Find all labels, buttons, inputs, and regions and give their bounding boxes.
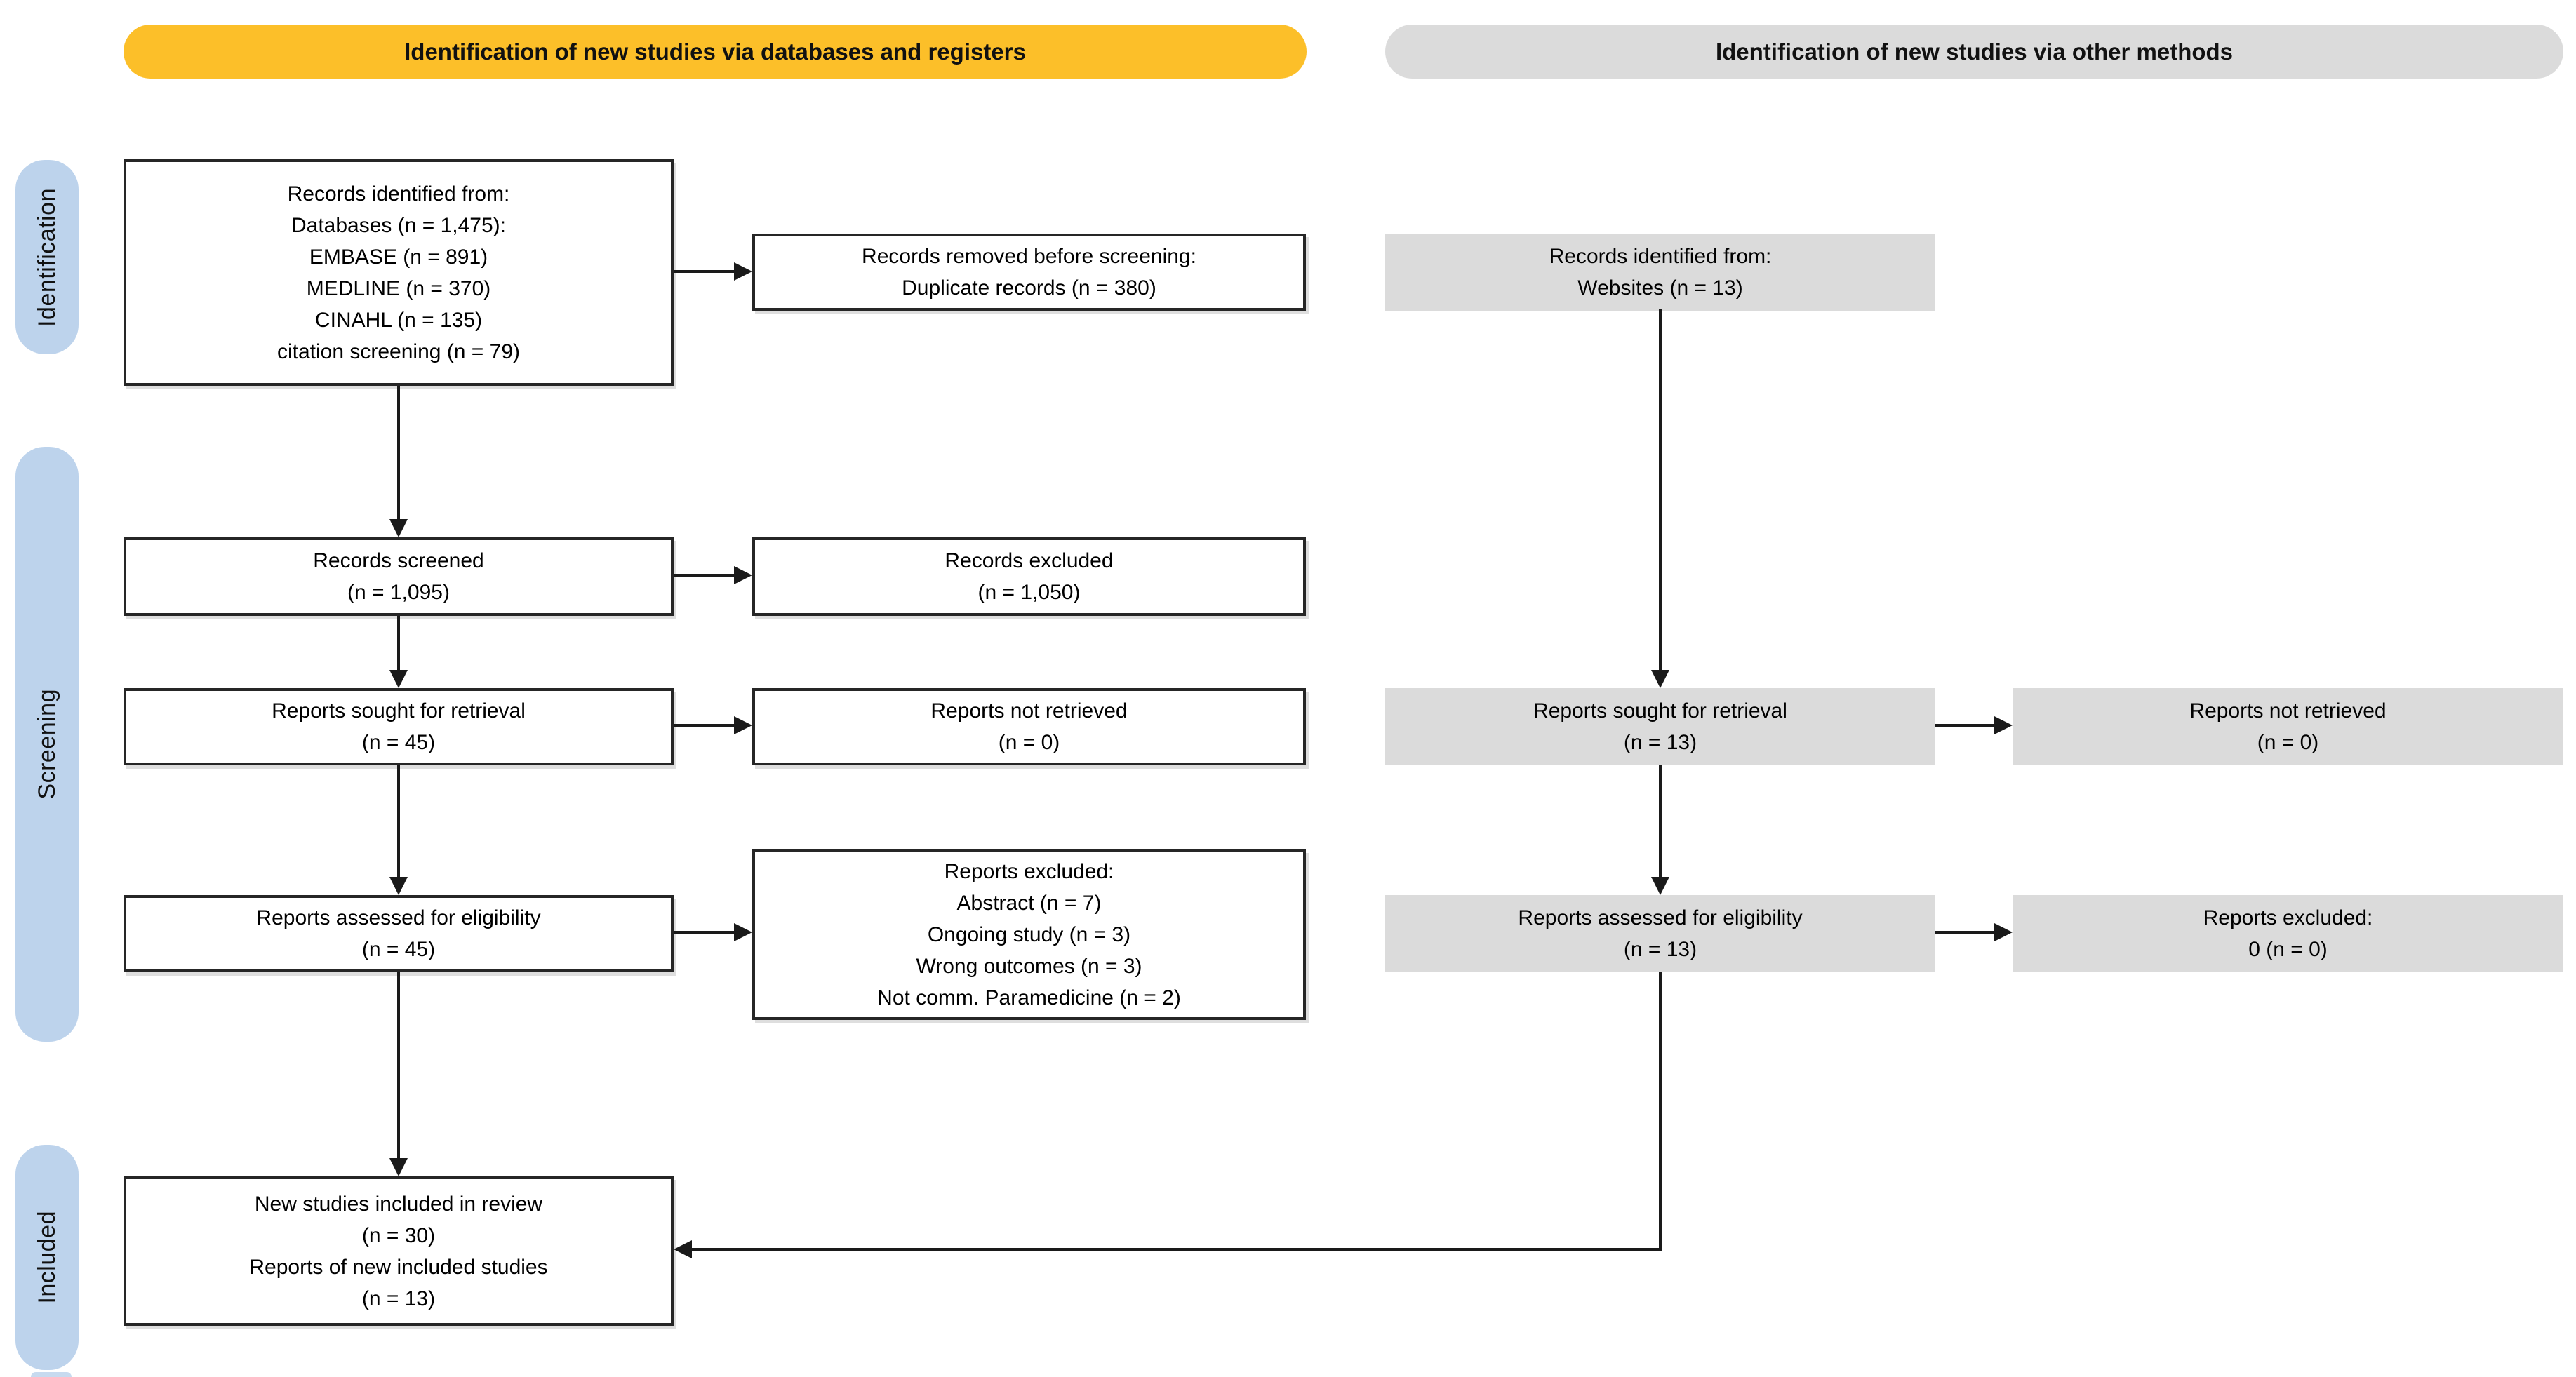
phase-label-screening: Screening	[33, 689, 60, 800]
box-records-removed-before-screening: Records removed before screening: Duplic…	[752, 234, 1306, 311]
box-reports-assessed-other: Reports assessed for eligibility (n = 13…	[1385, 895, 1935, 972]
arrow-screened-to-sought-line	[397, 616, 400, 671]
box-reports-not-retrieved-databases: Reports not retrieved (n = 0)	[752, 688, 1306, 765]
arrow-sought-other-to-notretrieved-head	[1994, 716, 2013, 734]
arrow-sought-other-to-notretrieved-line	[1935, 724, 1996, 727]
arrow-sought-to-assessed-head	[389, 877, 408, 895]
box-reports-excluded-other: Reports excluded: 0 (n = 0)	[2013, 895, 2563, 972]
arrow-assessed-other-to-excluded-line	[1935, 931, 1996, 934]
arrow-other-to-included-vline	[1659, 972, 1662, 1251]
arrow-sought-to-notretrieved-head	[734, 716, 752, 734]
box-records-identified-databases: Records identified from: Databases (n = …	[124, 159, 674, 386]
phase-pill-included: Included	[15, 1145, 79, 1370]
arrow-identified-to-removed-line	[674, 270, 735, 273]
arrow-other-to-included-head	[674, 1240, 692, 1258]
arrow-identified-to-removed-head	[734, 262, 752, 281]
arrow-assessed-to-excluded-head	[734, 923, 752, 941]
arrow-other-to-included-hline	[692, 1248, 1662, 1251]
arrow-assessed-to-included-head	[389, 1158, 408, 1176]
box-reports-assessed-databases: Reports assessed for eligibility (n = 45…	[124, 895, 674, 972]
arrow-websites-to-sought-head	[1651, 670, 1669, 688]
arrow-sought-to-notretrieved-line	[674, 724, 735, 727]
arrow-screened-to-sought-head	[389, 670, 408, 688]
box-records-screened: Records screened (n = 1,095)	[124, 537, 674, 616]
header-databases-registers: Identification of new studies via databa…	[124, 25, 1307, 79]
box-reports-not-retrieved-other: Reports not retrieved (n = 0)	[2013, 688, 2563, 765]
cut-off-pill-fragment	[31, 1372, 72, 1377]
arrow-websites-to-sought-line	[1659, 309, 1662, 671]
arrow-sought-other-to-assessed-head	[1651, 877, 1669, 895]
arrow-sought-to-assessed-line	[397, 765, 400, 878]
header-other-methods: Identification of new studies via other …	[1385, 25, 2563, 79]
box-reports-sought-databases: Reports sought for retrieval (n = 45)	[124, 688, 674, 765]
box-reports-excluded-databases: Reports excluded: Abstract (n = 7) Ongoi…	[752, 849, 1306, 1020]
box-records-identified-websites: Records identified from: Websites (n = 1…	[1385, 234, 1935, 311]
arrow-assessed-to-included-line	[397, 972, 400, 1160]
phase-label-included: Included	[33, 1211, 60, 1304]
box-records-excluded: Records excluded (n = 1,050)	[752, 537, 1306, 616]
arrow-assessed-other-to-excluded-head	[1994, 923, 2013, 941]
box-reports-sought-other: Reports sought for retrieval (n = 13)	[1385, 688, 1935, 765]
box-new-studies-included: New studies included in review (n = 30) …	[124, 1176, 674, 1326]
phase-pill-identification: Identification	[15, 160, 79, 354]
arrow-assessed-to-excluded-line	[674, 931, 735, 934]
arrow-identified-to-screened-head	[389, 519, 408, 537]
phase-label-identification: Identification	[33, 187, 60, 327]
arrow-screened-to-excluded-line	[674, 574, 735, 577]
arrow-identified-to-screened-line	[397, 386, 400, 520]
phase-pill-screening: Screening	[15, 447, 79, 1042]
arrow-sought-other-to-assessed-line	[1659, 765, 1662, 878]
arrow-screened-to-excluded-head	[734, 566, 752, 584]
